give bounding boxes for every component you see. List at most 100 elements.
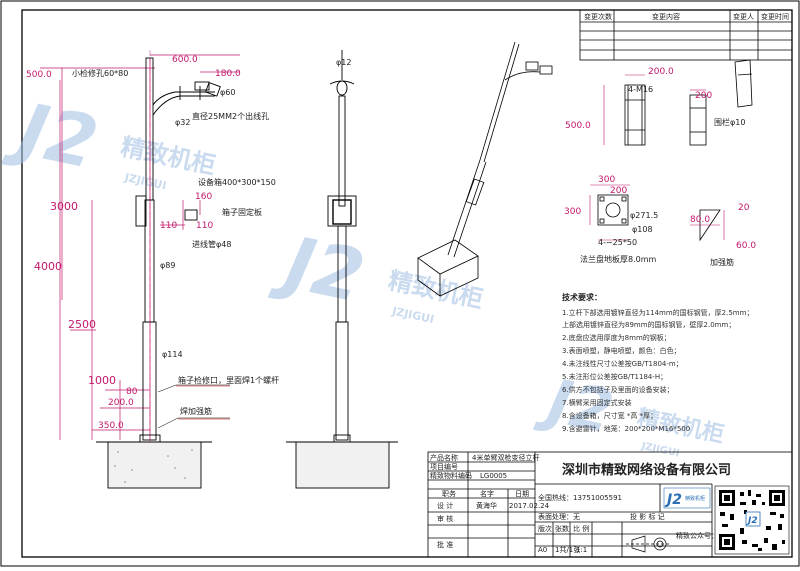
dim-600: 600.0 [172,55,198,65]
title-block [427,451,793,558]
qr-code-icon: J2 [714,485,790,555]
label-box-hole: 箱子检修口，里面焊1个螺杆 [178,375,279,385]
dim-300b: 300 [564,207,581,217]
label-box-plate: 箱子固定板 [222,207,262,217]
logo-text: 精致机柜 [685,495,705,502]
tb-sheets: 1共/1张 [555,545,580,554]
tb-col-position: 职务 [442,489,456,498]
svg-text:J2: J2 [746,516,758,526]
label-rib: 加强筋 [710,257,734,267]
foundation [107,441,202,489]
label-phi60: φ60 [220,88,235,97]
tb-product-label: 产品名称 [430,453,458,462]
req-8: 8.含设备箱，尺寸宽 *高 *厚； [562,411,657,420]
rev-header-content: 变更内容 [652,12,680,21]
tb-scale: 1:1 [576,546,587,554]
tb-scale-label: 比 例 [573,524,589,533]
dim-20: 20 [738,203,750,213]
label-phi114: φ114 [162,350,183,359]
label-phi12: φ12 [336,58,351,67]
label-holes: 4-∼25*50 [598,238,637,247]
tb-sheets-label: 张数 [555,524,569,533]
dim-200: 200.0 [108,398,134,408]
tb-hotline: 全国热线：13751005591 [538,493,622,502]
svg-text:J2: J2 [267,218,371,319]
dim-350: 350.0 [98,421,124,431]
req-2: 2.底盘应选用厚度为8mm的钢板； [562,333,671,342]
tb-projection-label: 投 影 标 记 [630,512,665,521]
tb-design-label: 设 计 [437,501,453,510]
label-inspect-hole: 小检修孔60*80 [72,68,128,78]
req-3: 3.表面喷塑，静电喷塑，颜色：白色； [562,346,681,355]
dim-160: 160 [195,192,212,202]
tb-drawing-no: LG0005 [480,472,507,480]
watermark-site: JZJIGUI [123,171,168,193]
inner-border [21,9,793,558]
label-flange: 法兰盘地板厚8.0mm [580,254,657,264]
watermark-left: J2 精致机柜 JZJIGUI [0,84,218,193]
tb-company: 深圳市精致网络设备有限公司 [562,462,731,478]
dim-80b: 80.0 [690,215,710,225]
dim-110b: 110 [196,221,213,231]
req-9: 9.含避雷针，地笼：200*200*M16*500 [562,424,690,433]
label-outlet: 直径25MM2个出线孔 [192,111,269,121]
rev-header-time: 变更时间 [761,12,789,21]
dim-200a: 200.0 [648,67,674,77]
dim-300a: 300 [598,175,615,185]
revision-table [579,9,793,61]
tb-design-date: 2017.02.24 [509,502,550,510]
rev-header-person: 变更人 [733,12,754,21]
tb-wechat: 精致公众号： [676,531,718,540]
tb-drawing-no-label: 精致物料编码 [430,471,472,480]
dim-200c: 200 [610,186,627,196]
req-5: 5.未注形位公差按GB/T1184-H； [562,372,667,381]
label-inlet: 进线管φ48 [192,239,231,249]
dim-2500: 2500 [68,318,96,331]
tb-review-label: 审 核 [437,514,453,523]
label-weld-rib: 焊加强筋 [180,406,212,416]
dim-1000: 1000 [88,374,116,387]
tb-product-name: 4米单臂双枪变径立杆 [472,453,539,462]
requirements-title: 技术要求： [562,292,602,302]
tb-surface: 表面处理：无 [538,512,580,521]
dim-110a: 110 [160,221,177,231]
label-m16: 4-M16 [628,85,653,94]
dim-180: 180.0 [215,69,241,79]
dim-500b: 500.0 [565,121,591,131]
company-logo: J2 精致机柜 [663,487,711,509]
req-6: 6.供方不包括子及里面的设备安装； [562,385,674,394]
tb-approve-label: 批 准 [437,540,453,549]
label-flange-dia: φ271.5 [630,211,658,220]
svg-text:J2: J2 [664,492,682,508]
label-guard: 围栏φ10 [714,117,745,127]
rev-header-count: 变更次数 [584,12,612,21]
label-phi89: φ89 [160,261,175,270]
watermark-site-2: JZJIGUI [390,304,435,326]
projection-symbol-icon [626,535,670,553]
iso-view [417,41,553,297]
req-1b: 上部选用镀锌直径为89mm的国标钢管，壁厚2.0mm； [562,320,735,329]
detail-drawings [597,59,753,242]
label-phi108: φ108 [632,225,653,234]
dim-3000: 3000 [50,200,78,213]
tb-designer: 黄海华 [476,501,497,510]
tb-version: A0 [538,546,547,554]
dim-4000: 4000 [34,260,62,273]
side-foundation [295,441,390,489]
tb-item-no-label: 项目编号 [430,462,458,471]
label-phi32: φ32 [175,118,190,127]
req-4: 4.未注线性尺寸公差按GB/T1804-m； [562,359,683,368]
dim-500: 500.0 [26,70,52,80]
watermark-site-3: JZJIGUI [640,441,681,460]
tb-version-label: 版次 [538,524,552,533]
label-box: 设备箱400*300*150 [198,177,276,187]
tb-col-name: 名字 [480,489,494,498]
tech-requirements: 技术要求： 1.立杆下部选用镀锌直径为114mm的国标钢管，厚2.5mm； 上部… [562,292,753,433]
watermark-center: J2 精致机柜 JZJIGUI [267,218,486,326]
dim-200b: 200 [695,91,712,101]
main-view [40,50,240,489]
dim-60: 60.0 [736,241,756,251]
